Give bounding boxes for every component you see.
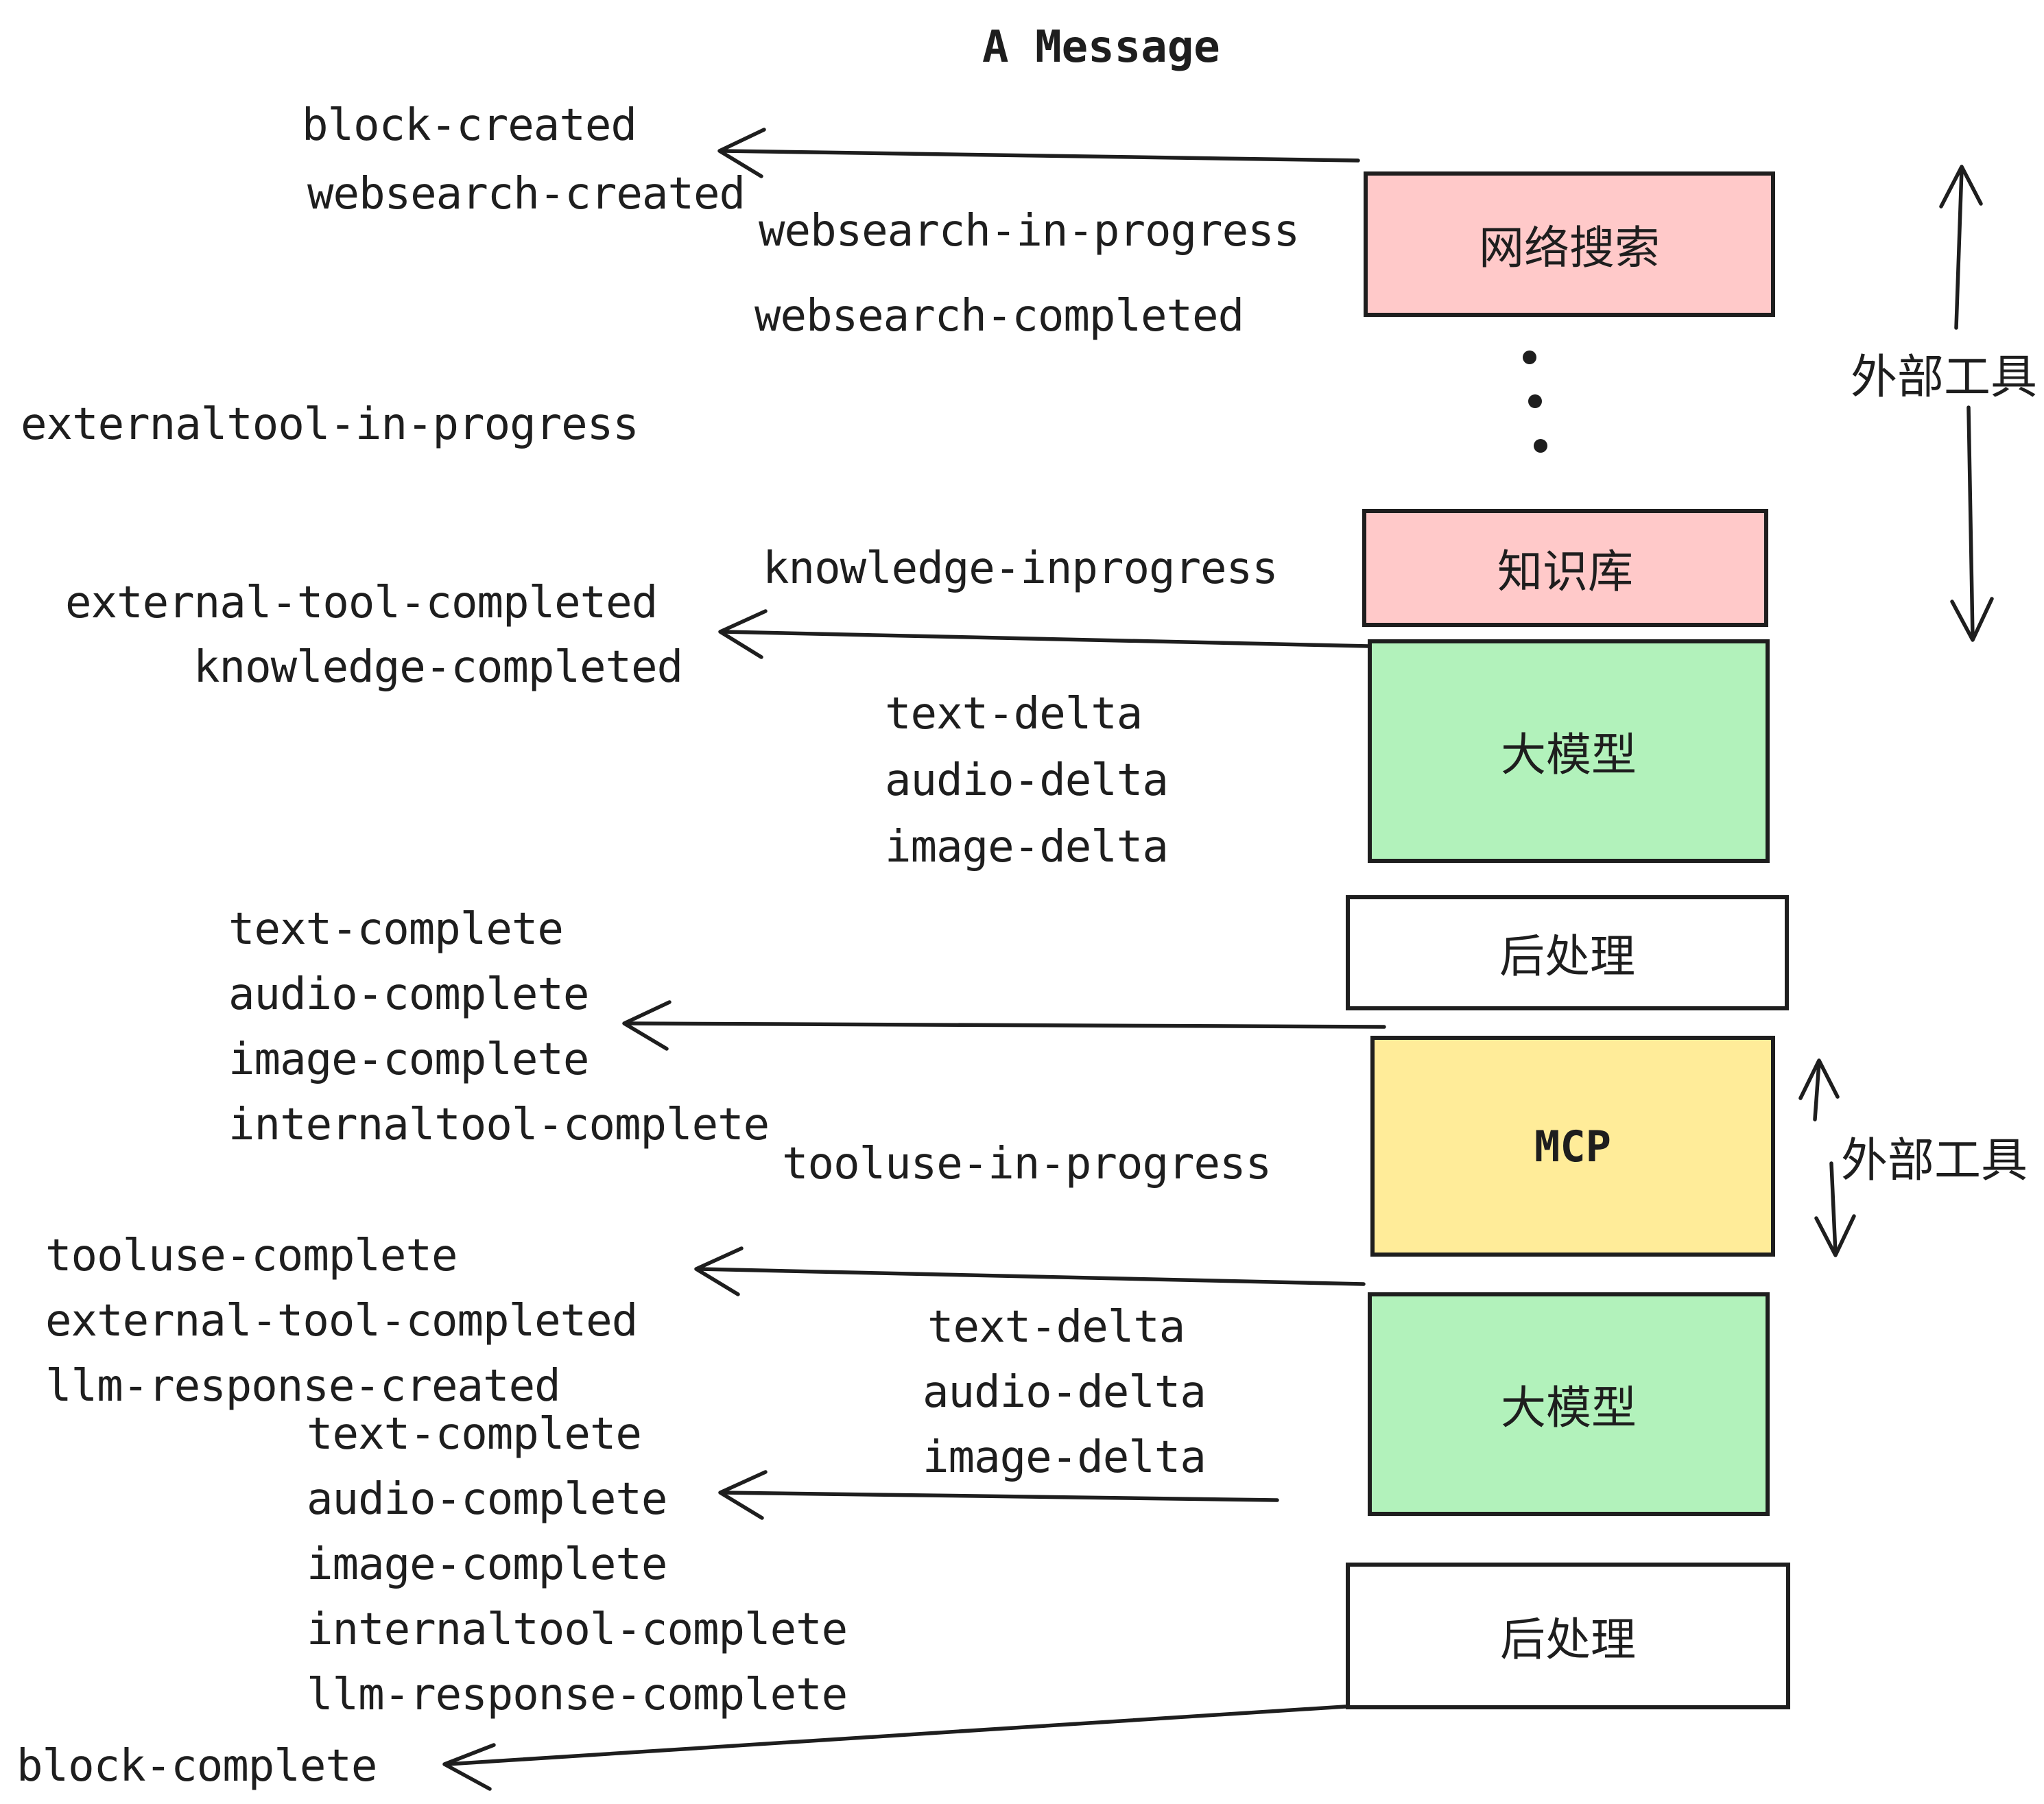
diagram-title: A Message — [982, 22, 1220, 73]
event-tooluse-complete: tooluse-complete — [45, 1231, 457, 1281]
mcp-external-tools-up-arrow — [1798, 1058, 1840, 1121]
event-image-delta-2: image-delta — [923, 1432, 1207, 1483]
box-mcp[interactable]: MCP — [1370, 1036, 1775, 1257]
box-llm-label: 大模型 — [1501, 728, 1637, 781]
event-text-complete-2: text-complete — [307, 1409, 642, 1460]
event-audio-delta-2: audio-delta — [923, 1367, 1207, 1418]
event-image-delta: image-delta — [885, 822, 1169, 873]
box-websearch-label: 网络搜索 — [1479, 222, 1660, 274]
box-websearch[interactable]: 网络搜索 — [1364, 171, 1775, 317]
event-audio-complete: audio-complete — [228, 969, 589, 1020]
annotation-external-tools-mcp: 外部工具 — [1841, 1134, 2028, 1188]
event-websearch-created: websearch-created — [307, 169, 746, 219]
event-llm-response-complete: llm-response-complete — [307, 1670, 848, 1720]
event-externaltool-in-progress: externaltool-in-progress — [21, 399, 639, 450]
event-llm-response-created: llm-response-created — [45, 1361, 561, 1412]
box-llm[interactable]: 大模型 — [1368, 639, 1770, 863]
event-image-complete: image-complete — [228, 1034, 589, 1085]
event-external-tool-completed: external-tool-completed — [65, 578, 658, 628]
box-postprocess[interactable]: 后处理 — [1346, 895, 1789, 1010]
event-block-created: block-created — [302, 100, 637, 151]
event-tooluse-in-progress: tooluse-in-progress — [782, 1139, 1272, 1189]
external-tools-down-arrow — [1950, 405, 1994, 642]
event-external-tool-completed-2: external-tool-completed — [45, 1296, 638, 1346]
arrow-to-websearch-created — [717, 128, 1360, 178]
event-text-delta: text-delta — [885, 689, 1143, 739]
event-audio-delta: audio-delta — [885, 755, 1169, 806]
event-knowledge-completed: knowledge-completed — [193, 642, 683, 693]
event-internaltool-complete-2: internaltool-complete — [307, 1604, 848, 1655]
box-llm-2-label: 大模型 — [1501, 1381, 1637, 1434]
annotation-external-tools-top: 外部工具 — [1851, 351, 2038, 405]
event-internaltool-complete: internaltool-complete — [228, 1100, 770, 1150]
arrow-to-knowledge-completed — [718, 609, 1371, 659]
box-mcp-label: MCP — [1534, 1121, 1611, 1172]
box-llm-2[interactable]: 大模型 — [1368, 1292, 1770, 1516]
box-knowledge[interactable]: 知识库 — [1362, 509, 1768, 627]
event-image-complete-2: image-complete — [307, 1539, 667, 1590]
arrow-to-image-complete — [622, 1000, 1386, 1051]
ellipsis-dots — [1523, 351, 1547, 453]
event-websearch-completed: websearch-completed — [754, 291, 1244, 342]
event-text-complete: text-complete — [228, 904, 564, 955]
box-postprocess-2[interactable]: 后处理 — [1346, 1563, 1790, 1709]
external-tools-up-arrow — [1939, 165, 1983, 330]
arrow-to-tooluse-complete — [694, 1246, 1366, 1296]
event-block-complete: block-complete — [16, 1741, 377, 1792]
box-postprocess-label: 后处理 — [1499, 930, 1635, 983]
event-websearch-in-progress: websearch-in-progress — [759, 206, 1300, 257]
box-knowledge-label: 知识库 — [1497, 545, 1633, 598]
event-audio-complete-2: audio-complete — [307, 1474, 667, 1525]
box-postprocess-2-label: 后处理 — [1500, 1613, 1636, 1666]
event-knowledge-inprogress: knowledge-inprogress — [763, 543, 1279, 594]
event-text-delta-2: text-delta — [927, 1302, 1185, 1353]
